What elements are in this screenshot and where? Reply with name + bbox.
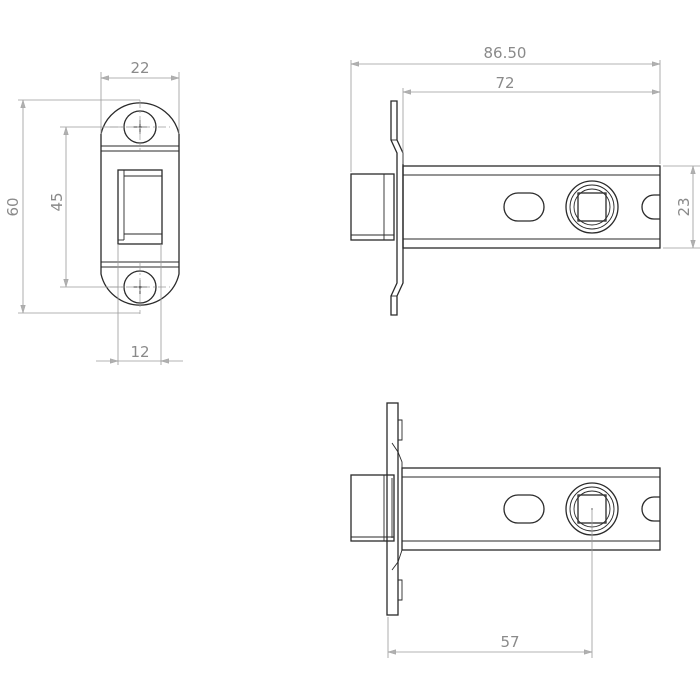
dim-plate-width: 22	[130, 59, 149, 77]
latch-bottom-view: 57	[350, 402, 661, 658]
forend-plate-front	[386, 402, 399, 616]
striker-plate-view: 22 60 45 12	[4, 59, 183, 365]
dim-plate-height: 60	[4, 197, 22, 216]
forend-plate	[390, 100, 404, 316]
latch-case-bottom	[401, 467, 661, 551]
spindle-square	[577, 192, 607, 222]
dim-opening-width: 12	[130, 343, 149, 361]
dim-case-height: 23	[675, 197, 693, 216]
dim-backset-to-spindle: 57	[500, 633, 519, 651]
latch-top-view: 86.50 72 23	[350, 44, 700, 316]
dim-hole-centers: 45	[48, 192, 66, 211]
latch-bolt	[350, 173, 395, 241]
follower-outer	[565, 180, 619, 234]
dim-overall-length: 86.50	[484, 44, 527, 62]
latch-bolt-bottom	[350, 474, 395, 542]
latch-case	[402, 165, 661, 249]
latch-opening	[117, 169, 163, 245]
slot-hole-bottom	[503, 494, 545, 524]
dim-backset-body: 72	[495, 74, 514, 92]
slot-hole	[503, 192, 545, 222]
